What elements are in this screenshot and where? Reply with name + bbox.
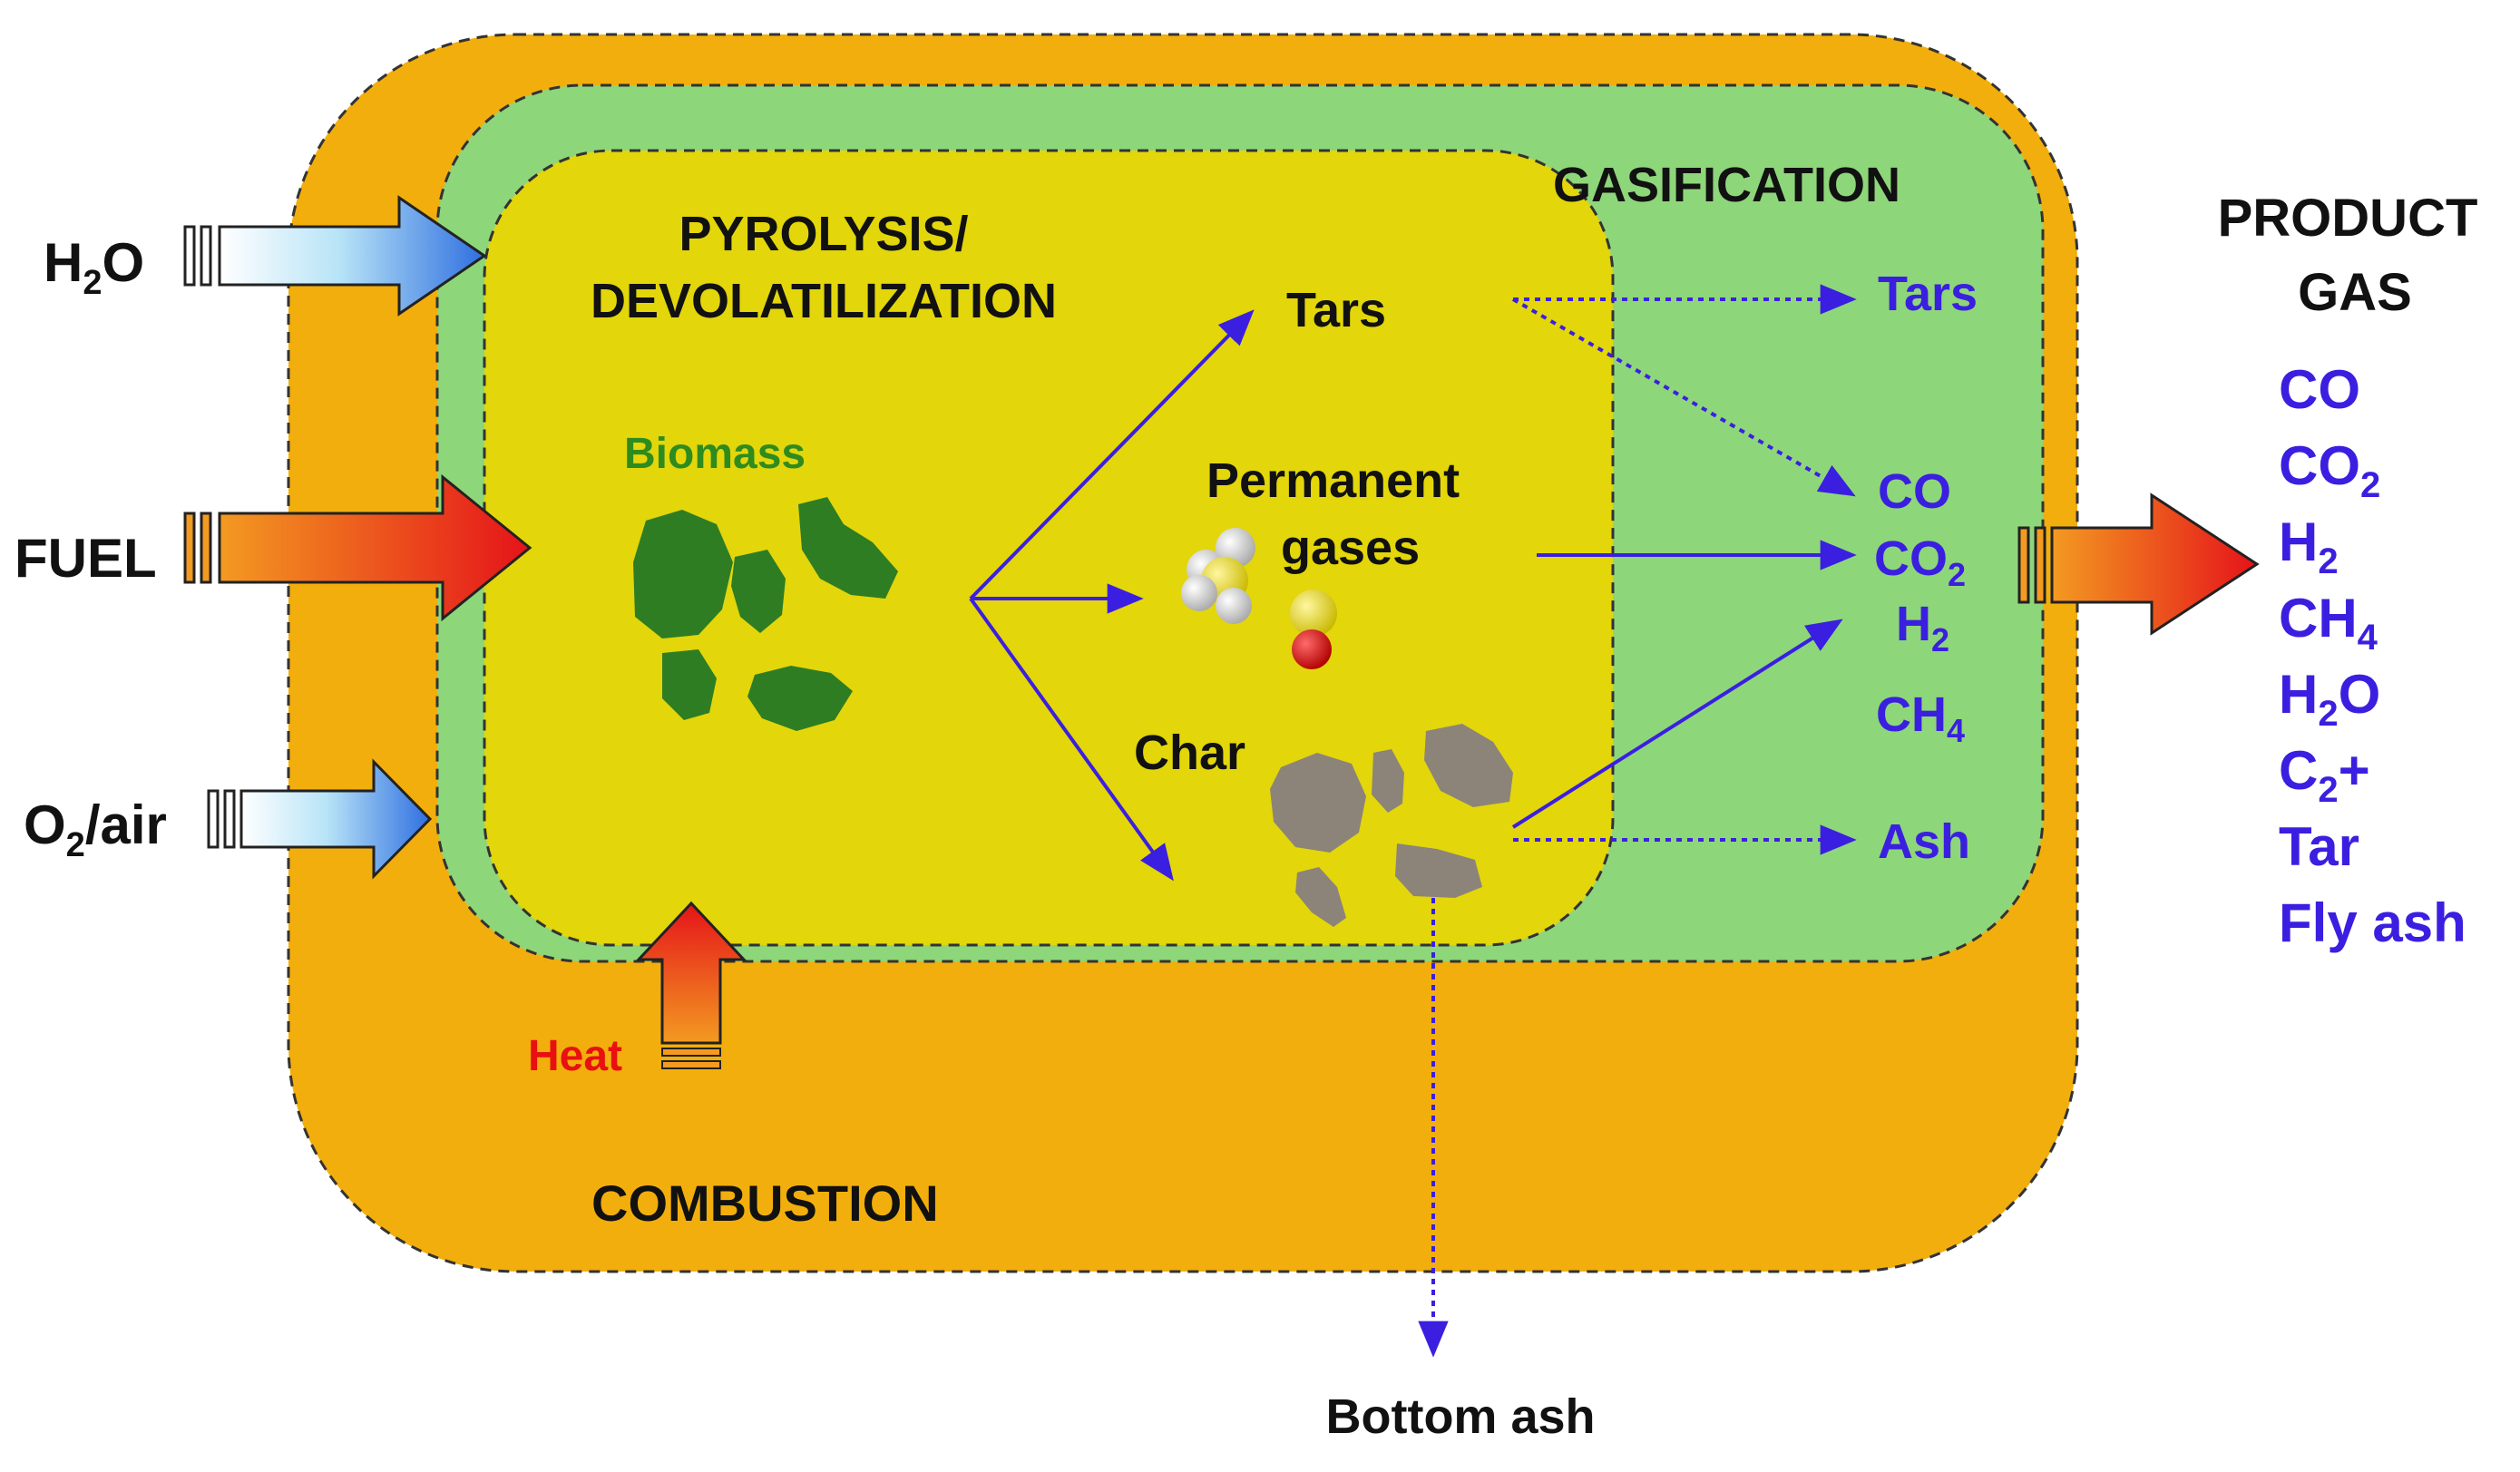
char-label: Char <box>1134 726 1245 780</box>
product-gas-title-line1: PRODUCT <box>2218 189 2478 248</box>
combustion-label: COMBUSTION <box>591 1175 939 1232</box>
h2-output-label: H2 <box>1896 597 1949 658</box>
h2o-input-arrow <box>183 195 487 317</box>
permanent-gases-label-line1: Permanent <box>1206 453 1460 508</box>
product-gas-item: H2O <box>2279 664 2380 734</box>
o2-input-label: O2/air <box>24 794 167 864</box>
product-gas-title-line2: GAS <box>2298 263 2412 322</box>
pyrolysis-label-line2: DEVOLATILIZATION <box>591 274 1057 328</box>
co-molecule-icon <box>1290 590 1337 669</box>
ash-output-label: Ash <box>1878 814 1970 869</box>
product-gas-item: Fly ash <box>2279 892 2466 953</box>
bottom-ash-label: Bottom ash <box>1326 1389 1596 1444</box>
gasification-label: GASIFICATION <box>1553 158 1900 212</box>
product-gas-item: CH4 <box>2279 588 2378 658</box>
h2o-input-label: H2O <box>44 232 144 302</box>
co2-output-label: CO2 <box>1874 531 1966 593</box>
product-gas-item: H2 <box>2279 512 2339 581</box>
pyrolysis-branch-arrows <box>969 309 1255 882</box>
ch4-output-label: CH4 <box>1876 687 1965 749</box>
product-gas-output-arrow <box>2017 492 2260 636</box>
pyrolysis-label-line1: PYROLYSIS/ <box>679 207 968 261</box>
product-gas-item: Tar <box>2279 816 2359 877</box>
tars-output-label: Tars <box>1878 267 1978 321</box>
char-particles-icon <box>1270 724 1513 927</box>
product-gas-item: C2+ <box>2279 740 2370 810</box>
biomass-label: Biomass <box>624 430 806 478</box>
molecule-cluster-icon <box>1181 528 1255 624</box>
tars-intermediate-label: Tars <box>1286 283 1386 337</box>
product-gas-item: CO2 <box>2279 435 2380 505</box>
heat-label: Heat <box>528 1032 622 1080</box>
heat-arrow <box>635 901 747 1069</box>
gasification-flow-arrows <box>1418 284 1857 1358</box>
biomass-particles-icon <box>633 497 898 731</box>
co-output-label: CO <box>1878 464 1951 519</box>
permanent-gases-label-line2: gases <box>1281 521 1420 575</box>
product-gas-item: CO <box>2279 359 2360 420</box>
fuel-input-label: FUEL <box>15 528 157 589</box>
o2-input-arrow <box>207 758 433 880</box>
fuel-input-arrow <box>183 473 532 622</box>
